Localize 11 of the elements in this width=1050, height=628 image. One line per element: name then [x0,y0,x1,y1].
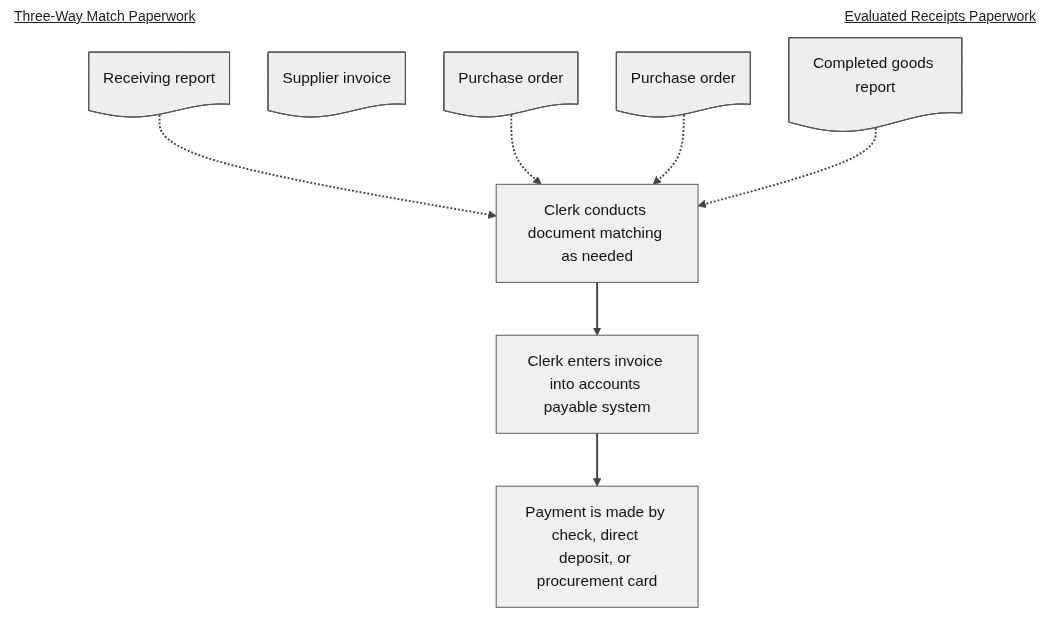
arrow [158,113,497,219]
section-heading: Evaluated Receipts Paperwork [844,8,1036,26]
arrow [510,113,542,185]
arrow [592,432,602,487]
node-box: Clerk conducts document matching as needed [495,183,699,283]
arrow [652,113,685,185]
section-heading: Three-Way Match Paperwork [14,8,196,26]
node-box: Payment is made by check, direct deposit, or procurement card [495,485,699,608]
arrow [592,281,602,336]
node-box: Clerk enters invoice into accounts payable system [495,334,699,434]
arrow [697,127,877,209]
